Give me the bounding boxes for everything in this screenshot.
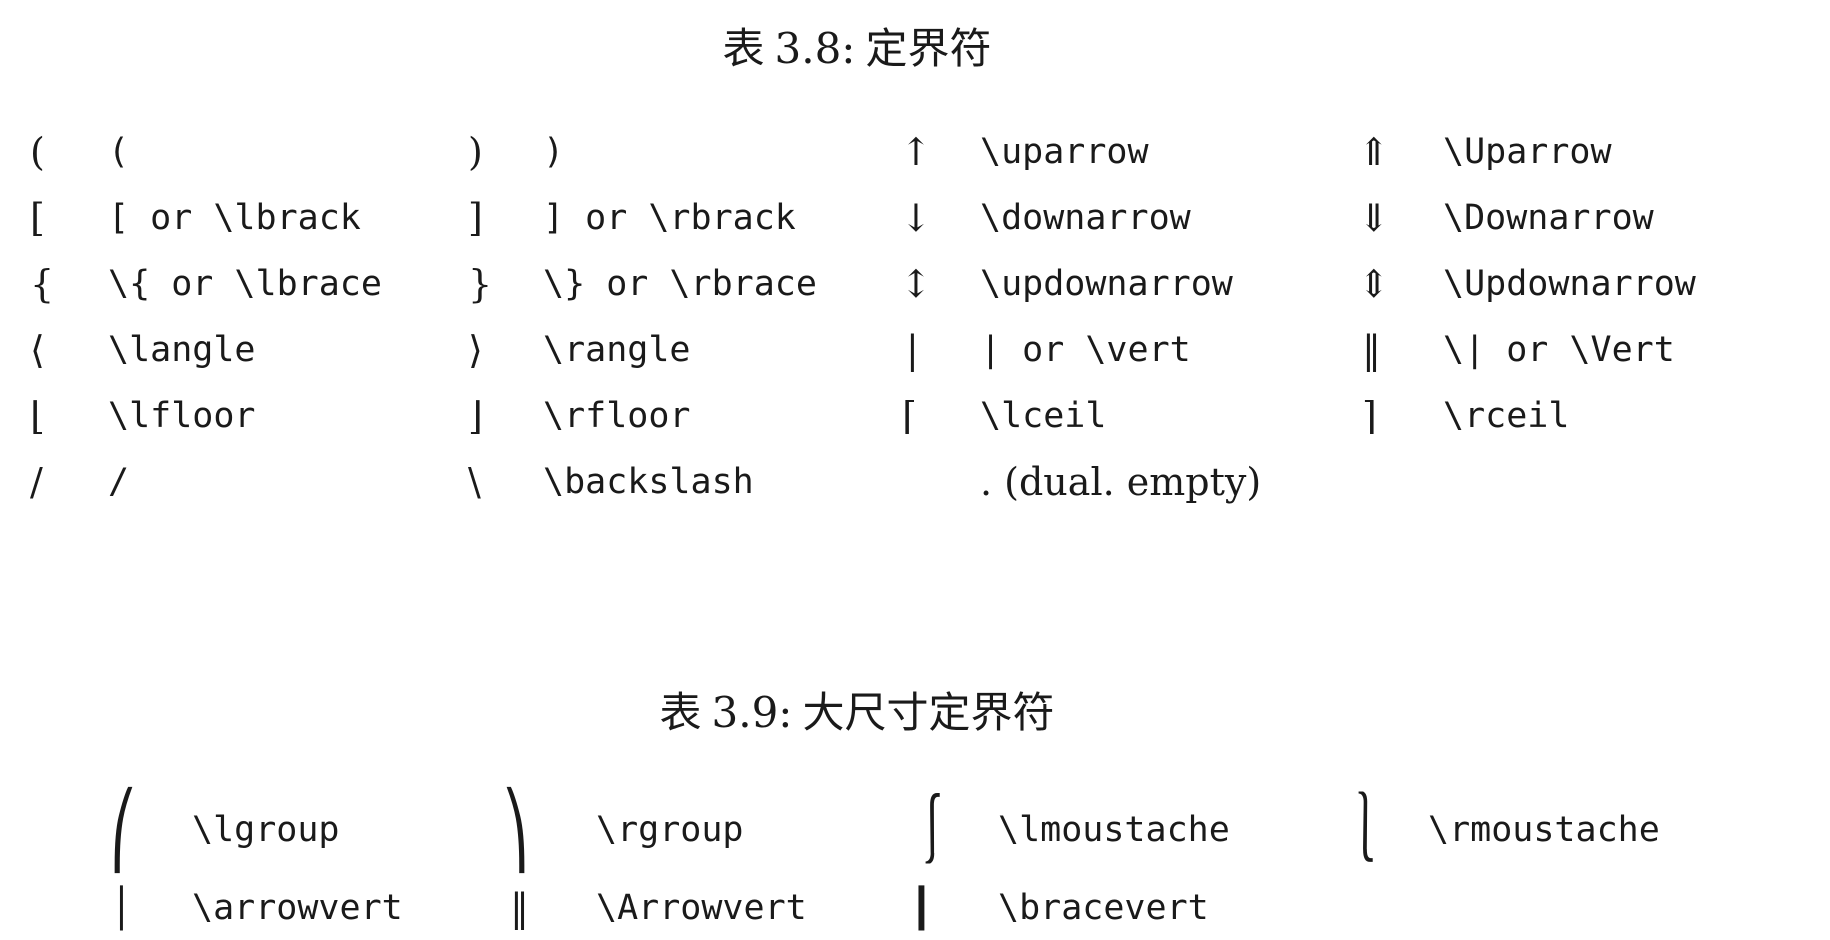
large-delimiter-command: \lgroup — [192, 810, 340, 850]
large-delimiter-symbol: ⎞ — [502, 788, 529, 872]
delimiter-command: / — [108, 462, 130, 502]
delimiter-symbol: ) — [468, 130, 483, 174]
delimiter-symbol: ↑ — [900, 130, 932, 174]
delimiter-command: \{ or \lbrace — [108, 264, 382, 304]
delimiter-symbol: ] — [468, 196, 483, 240]
delimiter-command: \rfloor — [543, 396, 691, 436]
delimiter-command: \rangle — [543, 330, 691, 370]
large-delimiter-symbol: ‖ — [510, 886, 529, 930]
delimiter-symbol: ⌈ — [902, 394, 917, 438]
large-delimiter-command: \rmoustache — [1428, 810, 1660, 850]
delimiter-command: | or \vert — [980, 330, 1191, 370]
caption-title: 大尺寸定界符 — [802, 688, 1055, 737]
large-delimiter-symbol: ⎛ — [110, 788, 137, 872]
delimiter-symbol: \ — [468, 460, 481, 504]
delimiter-command: \Downarrow — [1443, 198, 1654, 238]
delimiter-command: ) — [543, 132, 565, 172]
caption-number: 3.9: — [711, 688, 793, 737]
large-delimiter-symbol: ⎱ — [1338, 788, 1393, 872]
large-delimiter-symbol: ┃ — [910, 885, 933, 930]
delimiter-symbol: ⇕ — [1358, 262, 1390, 306]
delimiter-command: \backslash — [543, 462, 754, 502]
delimiter-symbol: ⇑ — [1358, 130, 1390, 174]
delimiter-command: \| or \Vert — [1443, 330, 1675, 370]
delimiter-symbol: [ — [30, 196, 45, 240]
large-delimiter-command: \arrowvert — [192, 888, 403, 928]
delimiter-symbol: / — [30, 460, 43, 504]
delimiter-symbol: { — [30, 262, 55, 306]
delimiter-command: \langle — [108, 330, 256, 370]
caption-title: 定界符 — [865, 24, 992, 73]
delimiter-command: \} or \rbrace — [543, 264, 817, 304]
delimiter-symbol: ⟩ — [468, 328, 483, 372]
delimiter-symbol: ( — [30, 130, 45, 174]
delimiter-command: \Uparrow — [1443, 132, 1612, 172]
delimiter-command: \updownarrow — [980, 264, 1233, 304]
delimiter-symbol: ⌊ — [30, 394, 45, 438]
caption-prefix: 表 — [659, 688, 702, 737]
caption-prefix: 表 — [722, 24, 765, 73]
delimiter-command: \rceil — [1443, 396, 1570, 436]
delimiter-command: [ or \lbrack — [108, 198, 361, 238]
delimiter-command: \downarrow — [980, 198, 1191, 238]
delimiter-symbol: ↓ — [900, 196, 932, 240]
delimiter-command: \Updownarrow — [1443, 264, 1696, 304]
large-delimiter-command: \lmoustache — [998, 810, 1230, 850]
large-delimiter-symbol: ⎰ — [905, 788, 960, 872]
delimiter-command: ( — [108, 132, 130, 172]
large-delimiter-command: \rgroup — [596, 810, 744, 850]
delimiter-symbol: ⟨ — [30, 328, 45, 372]
large-delimiter-command: \Arrowvert — [596, 888, 807, 928]
delimiter-command: \lceil — [980, 396, 1107, 436]
delimiter-symbol: ⌉ — [1362, 394, 1377, 438]
delimiter-command: \uparrow — [980, 132, 1149, 172]
large-delimiter-symbol: │ — [110, 886, 133, 930]
delimiter-symbol: ‖ — [1362, 328, 1381, 372]
delimiter-symbol: ↕ — [900, 262, 932, 306]
delimiter-command: \lfloor — [108, 396, 256, 436]
delimiter-command: ] or \rbrack — [543, 198, 796, 238]
delimiter-symbol: | — [906, 328, 919, 372]
caption-number: 3.8: — [774, 24, 856, 73]
delimiter-symbol: ⌋ — [468, 394, 483, 438]
delimiter-symbol: } — [468, 262, 493, 306]
delimiter-command: . (dual. empty) — [980, 460, 1262, 504]
delimiter-symbol: ⇓ — [1358, 196, 1390, 240]
large-delimiter-command: \bracevert — [998, 888, 1209, 928]
